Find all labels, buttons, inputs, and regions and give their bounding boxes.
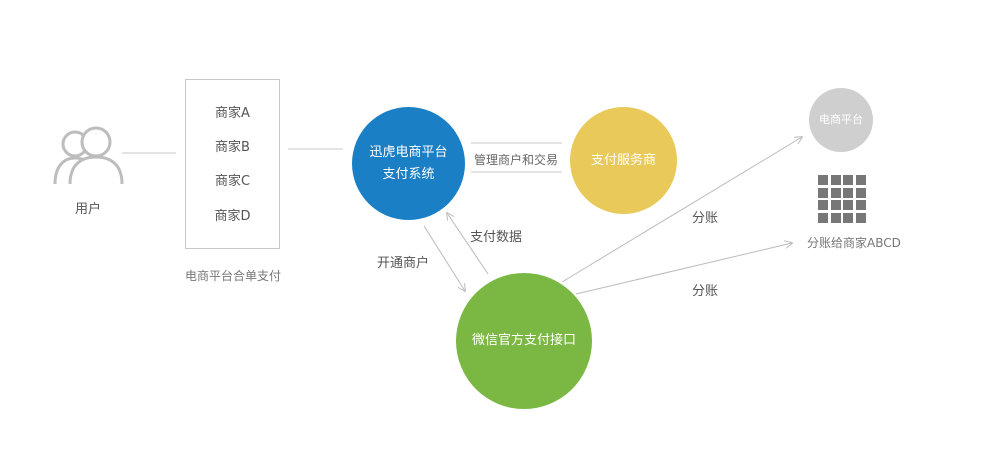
user-label: 用户 (75, 202, 102, 217)
grid-icon (818, 175, 866, 223)
platform-node-label: 电商平台 (819, 113, 863, 126)
pay-data-arrow (447, 213, 489, 275)
wechat-pay-api-node: 微信官方支付接口 (456, 273, 592, 409)
pay-data-edge-label: 支付数据 (470, 230, 523, 245)
merchant-item: 商家C (214, 174, 251, 189)
provider-node-label: 支付服务商 (590, 152, 656, 168)
payment-provider-node: 支付服务商 (570, 107, 677, 214)
split-edge-label-2: 分账 (692, 284, 719, 299)
users-icon (53, 126, 124, 185)
merchant-item: 商家A (215, 106, 250, 121)
xunhu-node-line1: 迅虎电商平台 (369, 144, 448, 160)
ecommerce-platform-node: 电商平台 (809, 88, 873, 152)
merchant-item: 商家D (214, 209, 251, 224)
xunhu-payment-system-node: 迅虎电商平台 支付系统 (352, 107, 465, 220)
merchant-box-caption: 电商平台合单支付 (185, 269, 282, 283)
split-arrow-platform (561, 137, 802, 283)
merchant-list-box: 商家A 商家B 商家C 商家D (185, 79, 280, 249)
open-merchant-arrow (423, 225, 465, 291)
split-target-label: 分账给商家ABCD (807, 236, 901, 250)
split-edge-label-1: 分账 (692, 211, 719, 226)
xunhu-node-line2: 支付系统 (382, 166, 435, 182)
open-merchant-edge-label: 开通商户 (377, 256, 430, 271)
split-arrow-merchants (575, 243, 792, 295)
wechat-node-label: 微信官方支付接口 (471, 333, 576, 348)
manage-edge-label: 管理商户和交易 (474, 153, 559, 167)
merchant-item: 商家B (215, 140, 250, 155)
